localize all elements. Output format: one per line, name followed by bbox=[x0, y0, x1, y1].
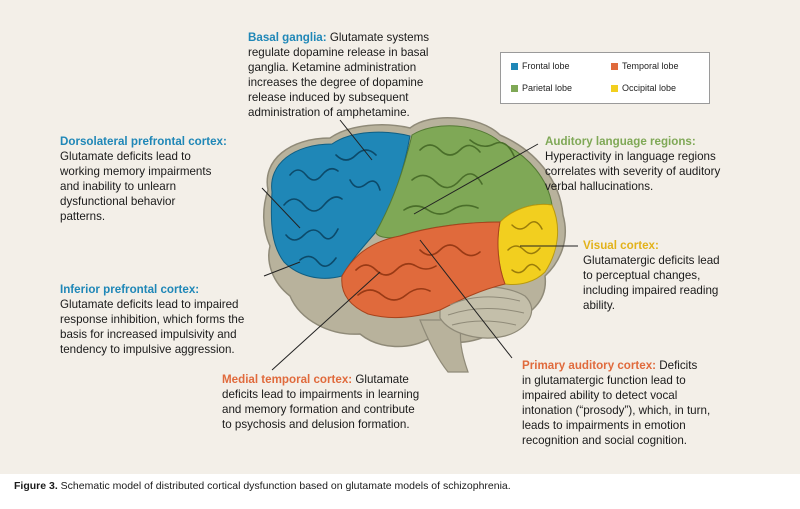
occipital-gyri bbox=[507, 221, 543, 274]
callout-line: intonation (“prosody”), which, in turn, bbox=[522, 404, 711, 417]
callout-line: to psychosis and delusion formation. bbox=[222, 418, 410, 431]
callout-primary-auditory: Primary auditory cortex: Deficits in glu… bbox=[522, 358, 772, 448]
callout-line: working memory impairments bbox=[60, 165, 212, 178]
legend-item-parietal: Parietal lobe bbox=[511, 83, 572, 93]
callout-line: correlates with severity of auditory bbox=[545, 165, 721, 178]
callout-line: response inhibition, which forms the bbox=[60, 313, 245, 326]
callout-line: impaired ability to detect vocal bbox=[522, 389, 678, 402]
temporal-gyri bbox=[355, 244, 481, 301]
callout-line: tendency to impulsive aggression. bbox=[60, 343, 235, 356]
callout-title: Primary auditory cortex: bbox=[522, 359, 657, 372]
callout-line: Glutamate deficits lead to bbox=[60, 150, 191, 163]
legend-item-occipital: Occipital lobe bbox=[611, 83, 676, 93]
callout-dorsolateral: Dorsolateral prefrontal cortex: Glutamat… bbox=[60, 134, 270, 224]
callout-line: deficits lead to impairments in learning bbox=[222, 388, 420, 401]
callout-basal-ganglia: Basal ganglia: Glutamate systems regulat… bbox=[248, 30, 488, 120]
leader-lines bbox=[261, 119, 578, 371]
callout-line: recognition and social cognition. bbox=[522, 434, 687, 447]
callout-line: dysfunctional behavior bbox=[60, 195, 176, 208]
callout-line: Glutamate bbox=[352, 373, 409, 386]
brain-illustration bbox=[261, 117, 578, 373]
legend-label: Temporal lobe bbox=[622, 61, 679, 71]
frontal-gyri bbox=[283, 149, 381, 267]
callout-line: and memory formation and contribute bbox=[222, 403, 415, 416]
callout-line: verbal hallucinations. bbox=[545, 180, 654, 193]
parietal-gyri bbox=[403, 139, 515, 215]
legend-label: Parietal lobe bbox=[522, 83, 573, 93]
callout-line: and inability to unlearn bbox=[60, 180, 177, 193]
callout-line: increases the degree of dopamine bbox=[248, 76, 424, 89]
callout-title: Inferior prefrontal cortex: bbox=[60, 283, 200, 296]
legend-item-frontal: Frontal lobe bbox=[511, 61, 570, 71]
callout-line: administration of amphetamine. bbox=[248, 106, 410, 119]
temporal-lobe bbox=[341, 221, 506, 318]
callout-line: Glutamatergic deficits lead bbox=[583, 254, 720, 267]
callout-title: Basal ganglia: bbox=[248, 31, 327, 44]
callout-line: release induced by subsequent bbox=[248, 91, 409, 104]
callout-title: Dorsolateral prefrontal cortex: bbox=[60, 135, 227, 148]
callout-title: Medial temporal cortex: bbox=[222, 373, 353, 386]
caption-label: Figure 3. bbox=[14, 480, 58, 492]
parietal-swatch-icon bbox=[511, 84, 518, 92]
callout-line: leads to impairments in emotion bbox=[522, 419, 686, 432]
callout-line: Glutamate deficits lead to impaired bbox=[60, 298, 239, 311]
callout-inferior: Inferior prefrontal cortex: Glutamate de… bbox=[60, 282, 290, 357]
callout-line: patterns. bbox=[60, 210, 106, 223]
temporal-swatch-icon bbox=[611, 62, 618, 70]
callout-line: regulate dopamine release in basal bbox=[248, 46, 429, 59]
callout-line: Glutamate systems bbox=[326, 31, 430, 44]
callout-medial-temporal: Medial temporal cortex: Glutamate defici… bbox=[222, 372, 462, 432]
legend-item-temporal: Temporal lobe bbox=[611, 61, 679, 71]
callout-line: basis for increased impulsivity and bbox=[60, 328, 237, 341]
callout-line: Deficits bbox=[656, 359, 698, 372]
figure-caption: Figure 3. Schematic model of distributed… bbox=[14, 480, 511, 492]
legend-label: Occipital lobe bbox=[622, 83, 677, 93]
callout-line: ability. bbox=[583, 299, 616, 312]
callout-line: to perceptual changes, bbox=[583, 269, 701, 282]
legend-label: Frontal lobe bbox=[522, 61, 570, 71]
callout-line: ganglia. Ketamine administration bbox=[248, 61, 417, 74]
callout-auditory-language: Auditory language regions: Hyperactivity… bbox=[545, 134, 775, 194]
callout-line: including impaired reading bbox=[583, 284, 719, 297]
callout-line: in glutamatergic function lead to bbox=[522, 374, 686, 387]
callout-title: Visual cortex: bbox=[583, 239, 659, 252]
callout-line: Hyperactivity in language regions bbox=[545, 150, 716, 163]
legend: Frontal lobe Temporal lobe Parietal lobe… bbox=[500, 52, 710, 104]
frontal-swatch-icon bbox=[511, 62, 518, 70]
callout-title: Auditory language regions: bbox=[545, 135, 696, 148]
callout-visual: Visual cortex: Glutamatergic deficits le… bbox=[583, 238, 773, 313]
caption-text: Schematic model of distributed cortical … bbox=[57, 480, 511, 492]
occipital-swatch-icon bbox=[611, 84, 618, 92]
